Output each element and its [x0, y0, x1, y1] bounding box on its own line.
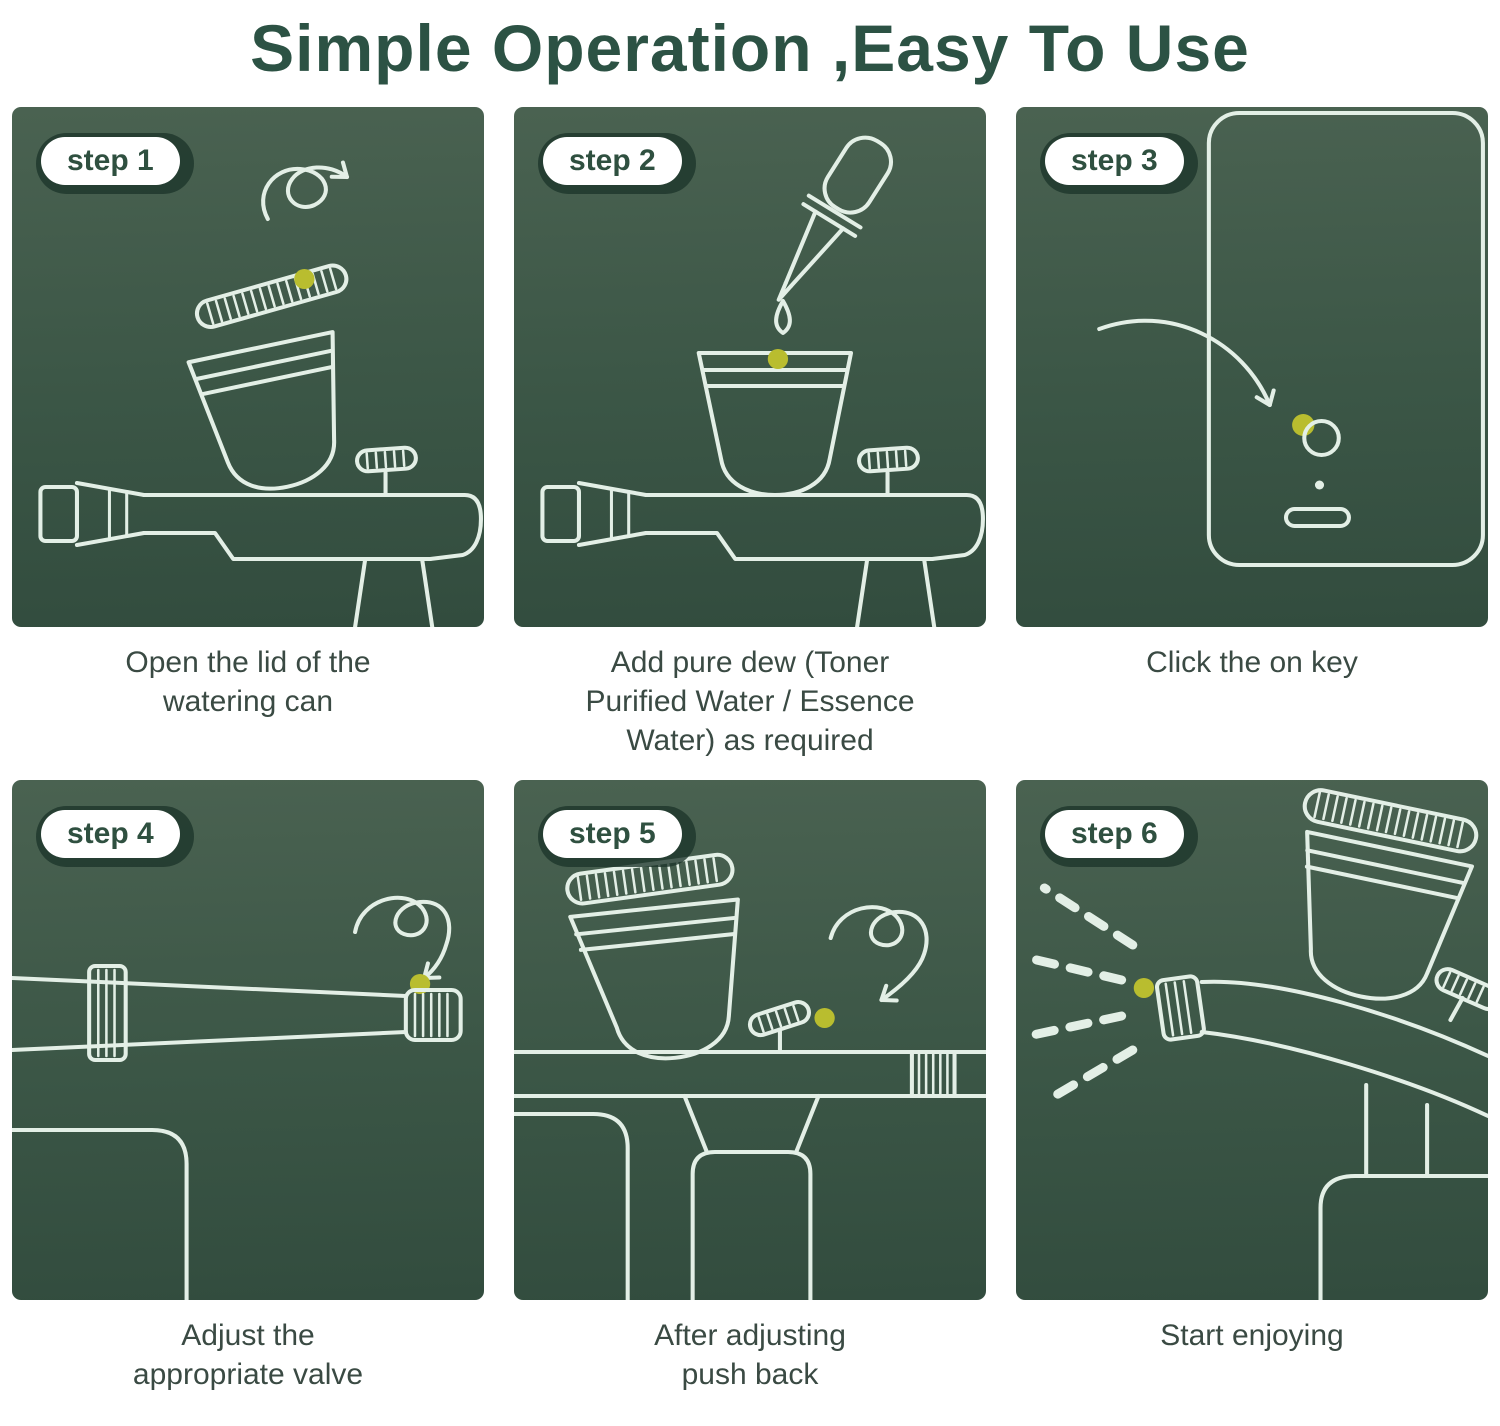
step-1-caption: Open the lid of the watering can: [125, 646, 371, 719]
step-4-cell: step 4 Adjust the appropriate valve: [12, 780, 484, 1414]
step-3-cell: step 3 Click the on key: [1016, 107, 1488, 780]
rotate-arrow-icon: [261, 160, 349, 222]
step-6-badge-label: step 6: [1045, 810, 1184, 859]
indicator-dot: [1314, 480, 1325, 490]
step-2-panel: step 2: [514, 107, 986, 628]
step-1-badge-label: step 1: [41, 137, 180, 186]
rotate-arrow-icon: [353, 896, 452, 981]
yellow-highlight-dot: [767, 349, 789, 370]
machine-body-corner: [12, 1128, 189, 1301]
push-back-trigger-illustration: [514, 853, 986, 1301]
step-6-badge: step 6: [1040, 806, 1198, 868]
airbrush-lid-opening-illustration: [38, 160, 483, 628]
dropper-filling-cup-illustration: [540, 135, 985, 628]
step-1-badge: step 1: [36, 133, 194, 195]
power-button-press-illustration: [1097, 111, 1485, 568]
step-2-cell: step 2 Add pure dew (Toner Purified Wate…: [514, 107, 986, 780]
step-4-badge-label: step 4: [41, 810, 180, 859]
body-bar: [514, 1050, 986, 1099]
cup: [568, 897, 740, 1061]
cup: [696, 351, 854, 498]
machine-body-corner: [1318, 1174, 1488, 1301]
yellow-highlight-dot: [814, 1008, 835, 1029]
step-4-caption: Adjust the appropriate valve: [132, 1319, 364, 1392]
step-2-badge: step 2: [538, 133, 696, 195]
step-3-badge: step 3: [1040, 133, 1198, 195]
yellow-highlight-dot: [1133, 978, 1155, 999]
indicator-slot: [1283, 507, 1351, 529]
step-4-panel: step 4: [12, 780, 484, 1301]
step-6-panel: step 6: [1016, 780, 1488, 1301]
step-2-badge-label: step 2: [543, 137, 682, 186]
airbrush-spraying-illustration: [1023, 788, 1488, 1301]
step-5-badge: step 5: [538, 806, 696, 868]
yellow-highlight-dot: [294, 269, 315, 290]
water-drop-icon: [774, 299, 792, 336]
rotate-arrow-icon: [828, 905, 929, 1003]
step-5-caption: After adjusting push back: [654, 1319, 846, 1392]
page-title: Simple Operation ,Easy To Use: [250, 11, 1250, 85]
valve-knob: [857, 446, 920, 474]
step-3-panel: step 3: [1016, 107, 1488, 628]
step-2-caption: Add pure dew (Toner Purified Water / Ess…: [585, 646, 915, 758]
bottle: [690, 1150, 813, 1301]
step-1-cell: step 1 Open the lid of the watering can: [12, 107, 484, 780]
steps-grid: step 1 Open the lid of the watering can: [12, 107, 1488, 1414]
lid: [194, 263, 349, 330]
tube: [12, 976, 408, 1053]
cup: [1302, 788, 1479, 1001]
curved-arrow-icon: [1097, 319, 1276, 408]
power-button-icon: [1302, 419, 1341, 458]
machine-body-corner: [514, 1112, 630, 1301]
valve-adjustment-illustration: [12, 896, 463, 1301]
spray-mist-icon: [1023, 883, 1138, 1107]
dropper: [776, 135, 894, 303]
step-5-cell: step 5 After adjusting push back: [514, 780, 986, 1414]
step-5-badge-label: step 5: [543, 810, 682, 859]
yellow-highlight-dot: [1292, 414, 1315, 437]
cup: [186, 330, 337, 491]
step-6-caption: Start enjoying: [1160, 1319, 1344, 1353]
step-5-panel: step 5: [514, 780, 986, 1301]
trigger-knob: [747, 1000, 811, 1038]
valve-knob: [1434, 967, 1488, 1012]
step-4-badge: step 4: [36, 806, 194, 868]
step-6-cell: step 6 Start enjoying: [1016, 780, 1488, 1414]
valve-nut: [403, 988, 463, 1043]
step-3-badge-label: step 3: [1045, 137, 1184, 186]
valve-knob: [355, 446, 418, 474]
step-3-caption: Click the on key: [1146, 646, 1358, 680]
nozzle-cap: [1154, 974, 1206, 1042]
step-1-panel: step 1: [12, 107, 484, 628]
device-body: [1206, 111, 1485, 568]
